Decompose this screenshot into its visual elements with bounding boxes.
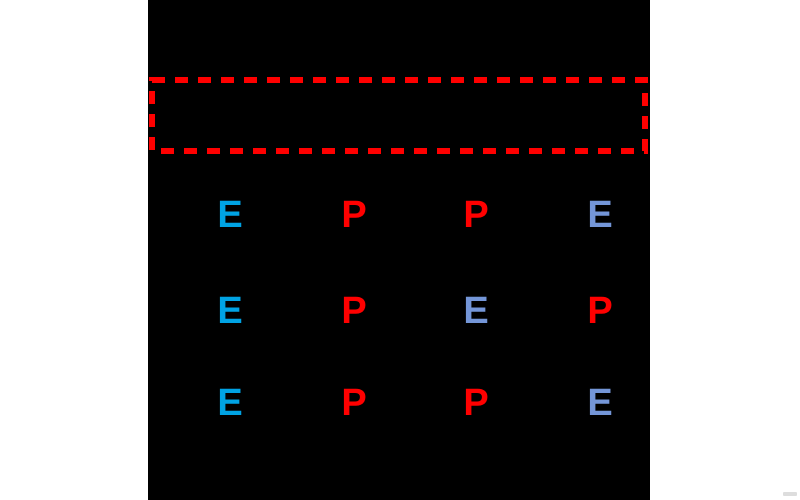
letter-cell: E: [463, 290, 489, 332]
letter-cell: E: [587, 382, 613, 424]
letter-cell: E: [217, 290, 243, 332]
letter-cell: P: [341, 290, 367, 332]
letter-cell: P: [463, 382, 489, 424]
dashed-highlight-box: [149, 77, 648, 154]
letter-cell: E: [587, 194, 613, 236]
watermark: [783, 492, 797, 496]
dashed-rectangle: [149, 77, 648, 154]
letter-cell: P: [341, 382, 367, 424]
letter-cell: E: [217, 194, 243, 236]
letter-cell: P: [463, 194, 489, 236]
letter-cell: P: [587, 290, 613, 332]
black-panel: E P P E E P E P E P P E: [148, 0, 650, 500]
letter-cell: P: [341, 194, 367, 236]
letter-cell: E: [217, 382, 243, 424]
